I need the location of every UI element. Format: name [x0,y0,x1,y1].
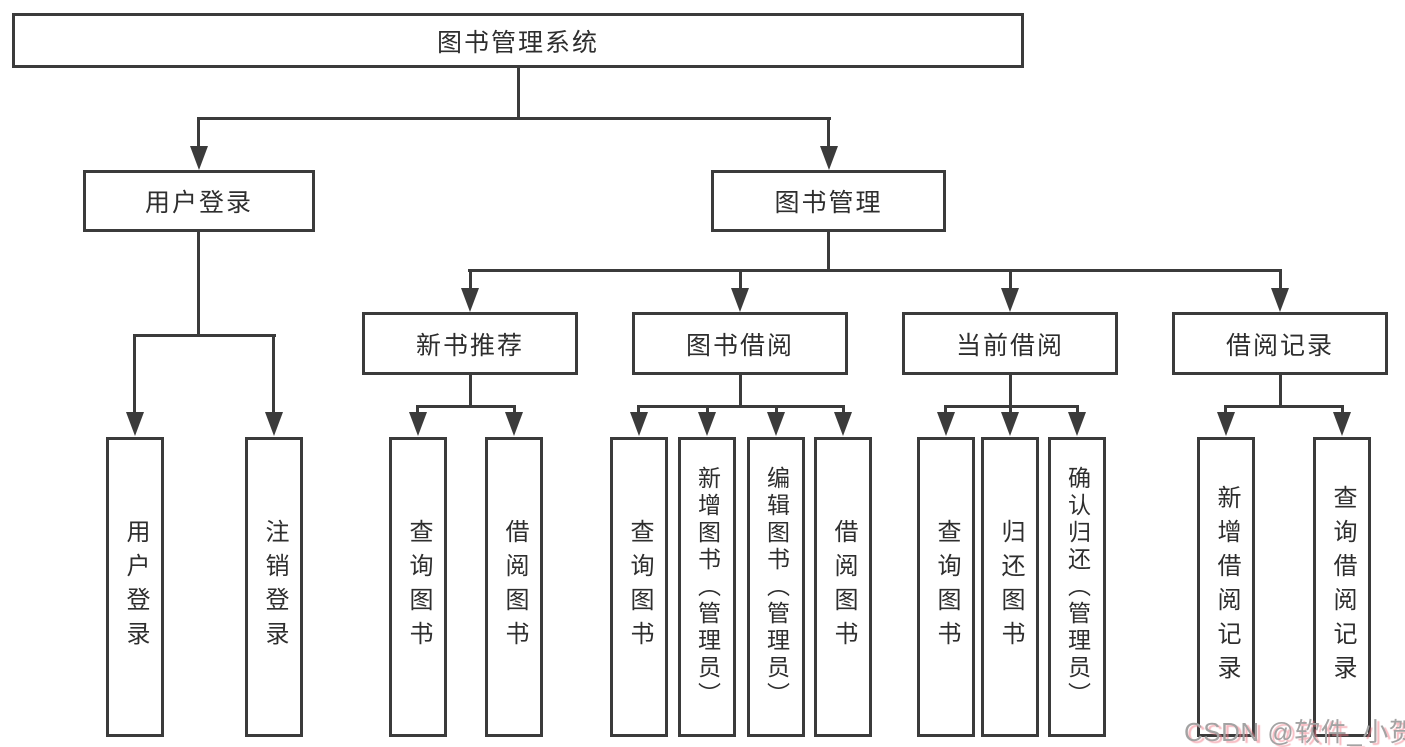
node-library-system-label: 图书管理系统 [436,28,599,57]
node-add-borrow-record: 新增借阅记录 [1197,437,1255,737]
node-query-books-borrow-label: 查询图书 [626,519,653,655]
node-borrowing-records-label: 借阅记录 [1225,331,1334,360]
arrowhead-leaf [937,412,955,436]
node-borrowing-records: 借阅记录 [1172,312,1388,375]
node-return-book-label: 归还图书 [997,519,1024,655]
connector-stub [944,405,947,416]
connector-user-login-children [133,334,276,337]
connector-stem-current [1009,269,1012,291]
connector-user-login-stem [197,232,200,336]
connector-stem-logout-leaf [272,334,275,418]
node-query-borrow-record-label: 查询借阅记录 [1329,485,1356,689]
connector-stem-user-login [197,117,200,151]
csdn-watermark: CSDN @软件_小贺同学 [1184,717,1405,747]
connector-stem-records [1279,269,1282,291]
connector-records-stem [1279,375,1282,408]
connector-borrowing-children [637,405,845,408]
arrowhead-leaf [1333,412,1351,436]
connector-root-stem [517,67,520,118]
connector-stub [513,405,516,416]
connector-recommend-stem [469,375,472,408]
arrowhead-current [1001,288,1019,312]
arrowhead-leaf [767,412,785,436]
node-borrow-books-borrow: 借阅图书 [814,437,872,737]
arrowhead-book-mgmt [820,146,838,170]
connector-book-mgmt-stem [827,232,830,272]
arrowhead-records [1271,288,1289,312]
connector-stem-borrowing [739,269,742,291]
arrowhead-leaf [834,412,852,436]
arrowhead-borrowing [731,288,749,312]
connector-borrowing-stem [739,375,742,408]
node-new-book-recommend-label: 新书推荐 [415,331,524,360]
node-logout-action-label: 注销登录 [261,519,288,655]
connector-current-stem [1009,375,1012,408]
node-borrow-books-recommend: 借阅图书 [485,437,543,737]
arrowhead-user-login [190,146,208,170]
node-borrow-books-recommend-label: 借阅图书 [501,519,528,655]
node-current-borrowing: 当前借阅 [902,312,1118,375]
connector-recommend-children [416,405,516,408]
node-confirm-return-admin-label: 确认归还（管理员） [1064,465,1091,709]
node-user-login-label: 用户登录 [144,189,253,217]
node-query-borrow-record: 查询借阅记录 [1313,437,1371,737]
node-user-login-action: 用户登录 [106,437,164,737]
connector-stub [706,405,709,416]
node-query-books-current: 查询图书 [917,437,975,737]
node-logout-action: 注销登录 [245,437,303,737]
node-query-books-current-label: 查询图书 [933,519,960,655]
connector-stem-book-mgmt [827,117,830,151]
connector-stem-recommend [469,269,472,291]
node-edit-book-admin: 编辑图书（管理员） [747,437,805,737]
connector-stem-login-leaf [133,334,136,418]
arrowhead-logout-leaf [265,412,283,436]
node-book-borrowing-label: 图书借阅 [685,331,794,360]
connector-stub [842,405,845,416]
connector-stub [1009,405,1012,416]
arrowhead-leaf [409,412,427,436]
connector-stub [1076,405,1079,416]
node-query-books-recommend-label: 查询图书 [405,519,432,655]
node-query-books-recommend: 查询图书 [389,437,447,737]
connector-level3 [468,269,1282,272]
node-add-book-admin: 新增图书（管理员） [678,437,736,737]
node-add-borrow-record-label: 新增借阅记录 [1213,485,1240,689]
connector-stub [1341,405,1344,416]
node-current-borrowing-label: 当前借阅 [955,331,1064,360]
node-add-book-admin-label: 新增图书（管理员） [694,465,721,709]
node-book-management: 图书管理 [711,170,946,232]
connector-records-children [1224,405,1344,408]
node-book-management-label: 图书管理 [774,189,883,217]
node-edit-book-admin-label: 编辑图书（管理员） [763,465,790,709]
connector-stub [416,405,419,416]
node-library-system: 图书管理系统 [12,13,1024,68]
arrowhead-leaf [698,412,716,436]
arrowhead-leaf [1217,412,1235,436]
node-user-login: 用户登录 [83,170,315,232]
arrowhead-leaf [630,412,648,436]
node-confirm-return-admin: 确认归还（管理员） [1048,437,1106,737]
node-borrow-books-borrow-label: 借阅图书 [830,519,857,655]
connector-stub [775,405,778,416]
arrowhead-recommend [461,288,479,312]
arrowhead-login-leaf [126,412,144,436]
node-return-book: 归还图书 [981,437,1039,737]
node-query-books-borrow: 查询图书 [610,437,668,737]
arrowhead-leaf [505,412,523,436]
node-new-book-recommend: 新书推荐 [362,312,578,375]
arrowhead-leaf [1068,412,1086,436]
arrowhead-leaf [1001,412,1019,436]
connector-level2 [197,117,831,120]
node-user-login-action-label: 用户登录 [122,519,149,655]
connector-stub [1224,405,1227,416]
connector-stub [637,405,640,416]
node-book-borrowing: 图书借阅 [632,312,848,375]
